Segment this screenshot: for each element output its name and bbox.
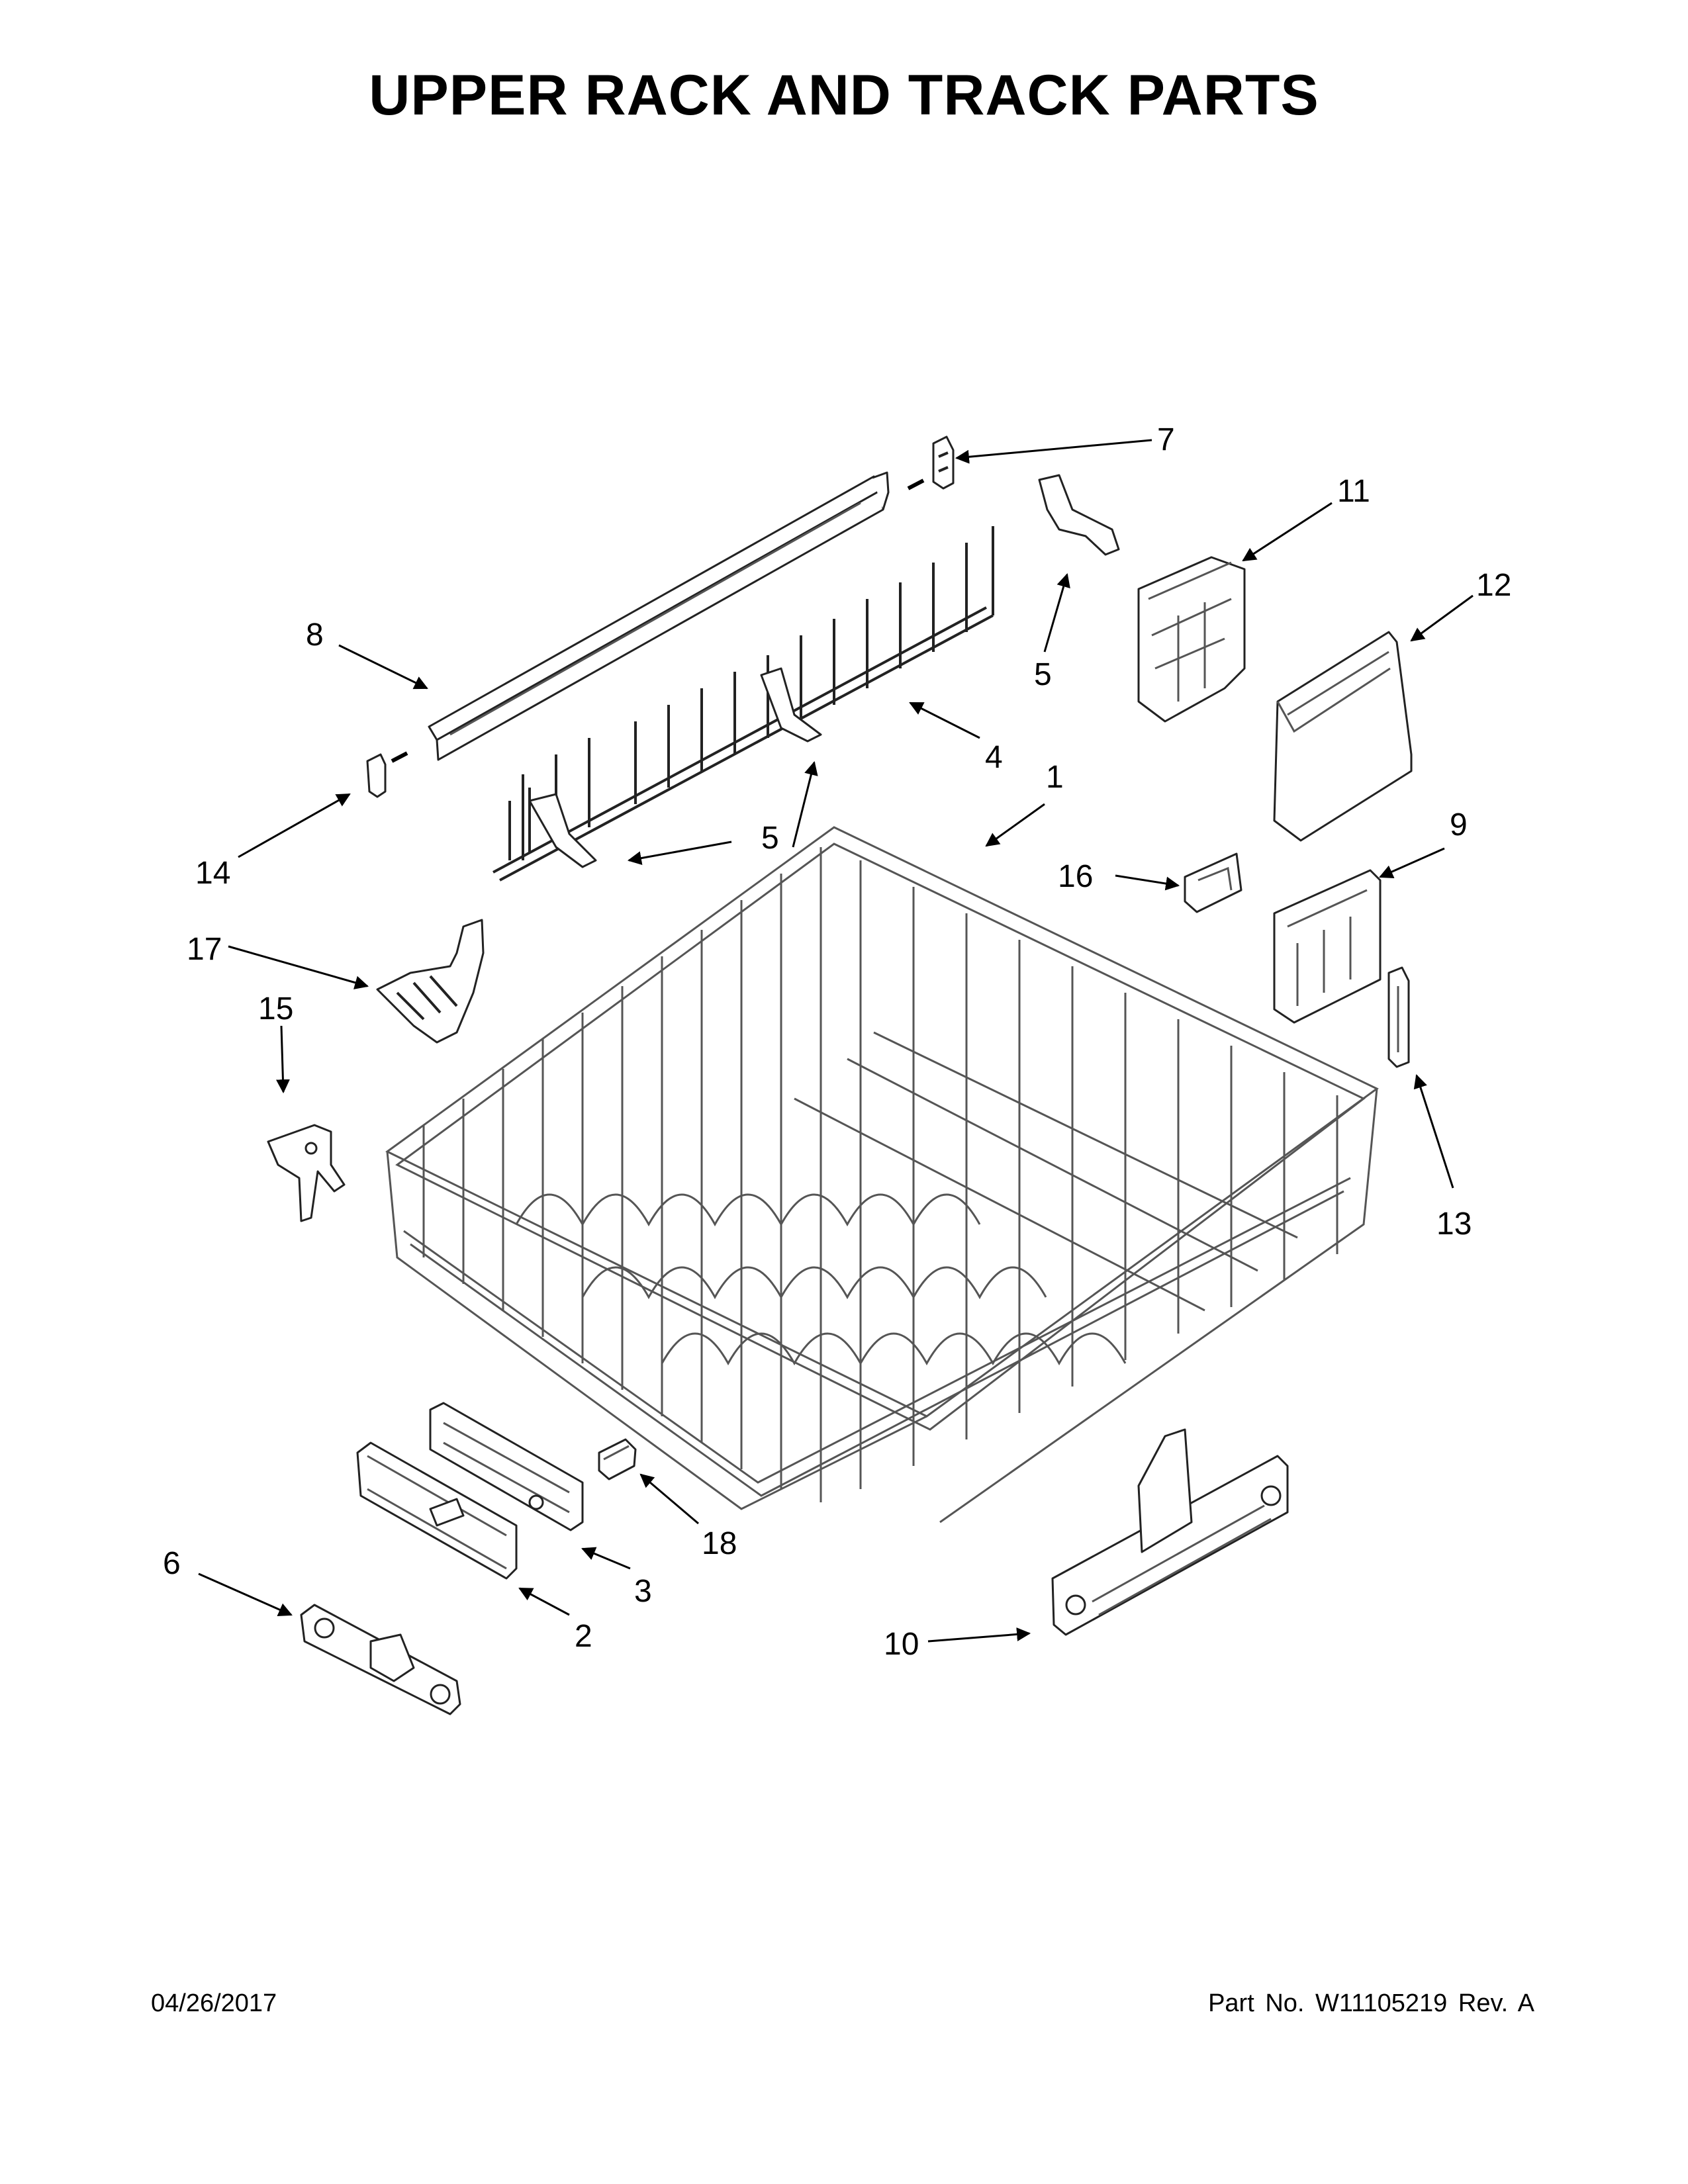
callout-12: 12 [1476,568,1511,603]
callout-2: 2 [575,1619,592,1654]
part-10-track-adjuster[interactable] [1051,1428,1289,1636]
part-8-rail[interactable] [428,471,890,761]
part-18-fastener[interactable] [598,1438,637,1480]
callout-labels: 7 11 12 8 5 4 1 5 14 16 9 17 15 13 18 3 … [163,422,1511,1662]
part-2-handle-cover[interactable] [356,1441,518,1580]
callout-16: 16 [1058,859,1093,894]
page-title: UPPER RACK AND TRACK PARTS [369,64,1319,127]
part-4-tine-row[interactable] [492,526,994,882]
part-3-handle-base[interactable] [429,1402,584,1531]
callout-6: 6 [163,1546,181,1581]
part-17-latch[interactable] [376,919,485,1044]
part-13-slide[interactable] [1387,966,1410,1068]
part-14-end-cap[interactable] [366,753,387,798]
callout-1: 1 [1046,760,1064,795]
part-5-clip-top[interactable] [1038,474,1120,556]
callout-4: 4 [985,740,1003,775]
callout-5: 5 [761,821,779,856]
part-12-panel[interactable] [1273,631,1413,842]
callout-11: 11 [1337,474,1370,509]
dash-mark [391,751,408,763]
callout-13: 13 [1436,1206,1472,1242]
part-number: Part No. W11105219 Rev. A [1208,1989,1534,2017]
part-11-bracket[interactable] [1137,556,1246,723]
part-16-clip[interactable] [1184,852,1243,913]
dash-mark [907,478,925,490]
leader-lines [198,439,1474,1643]
callout-7: 7 [1157,422,1175,457]
callout-17: 17 [187,932,222,967]
part-6-track-stop[interactable] [300,1604,461,1715]
callout-9: 9 [1450,807,1468,842]
callout-18: 18 [702,1526,737,1561]
callout-15: 15 [258,991,293,1026]
callout-14: 14 [195,856,230,891]
callout-10: 10 [884,1627,919,1662]
part-15-clip[interactable] [267,1124,346,1222]
revision-date: 04/26/2017 [151,1989,277,2017]
callout-3: 3 [634,1574,652,1609]
callout-8: 8 [306,617,324,653]
part-9-track-adjuster[interactable] [1273,869,1382,1024]
part-1-upper-rack[interactable] [385,826,1379,1524]
part-7-end-cap[interactable] [932,435,955,490]
callout-5: 5 [1034,657,1052,692]
